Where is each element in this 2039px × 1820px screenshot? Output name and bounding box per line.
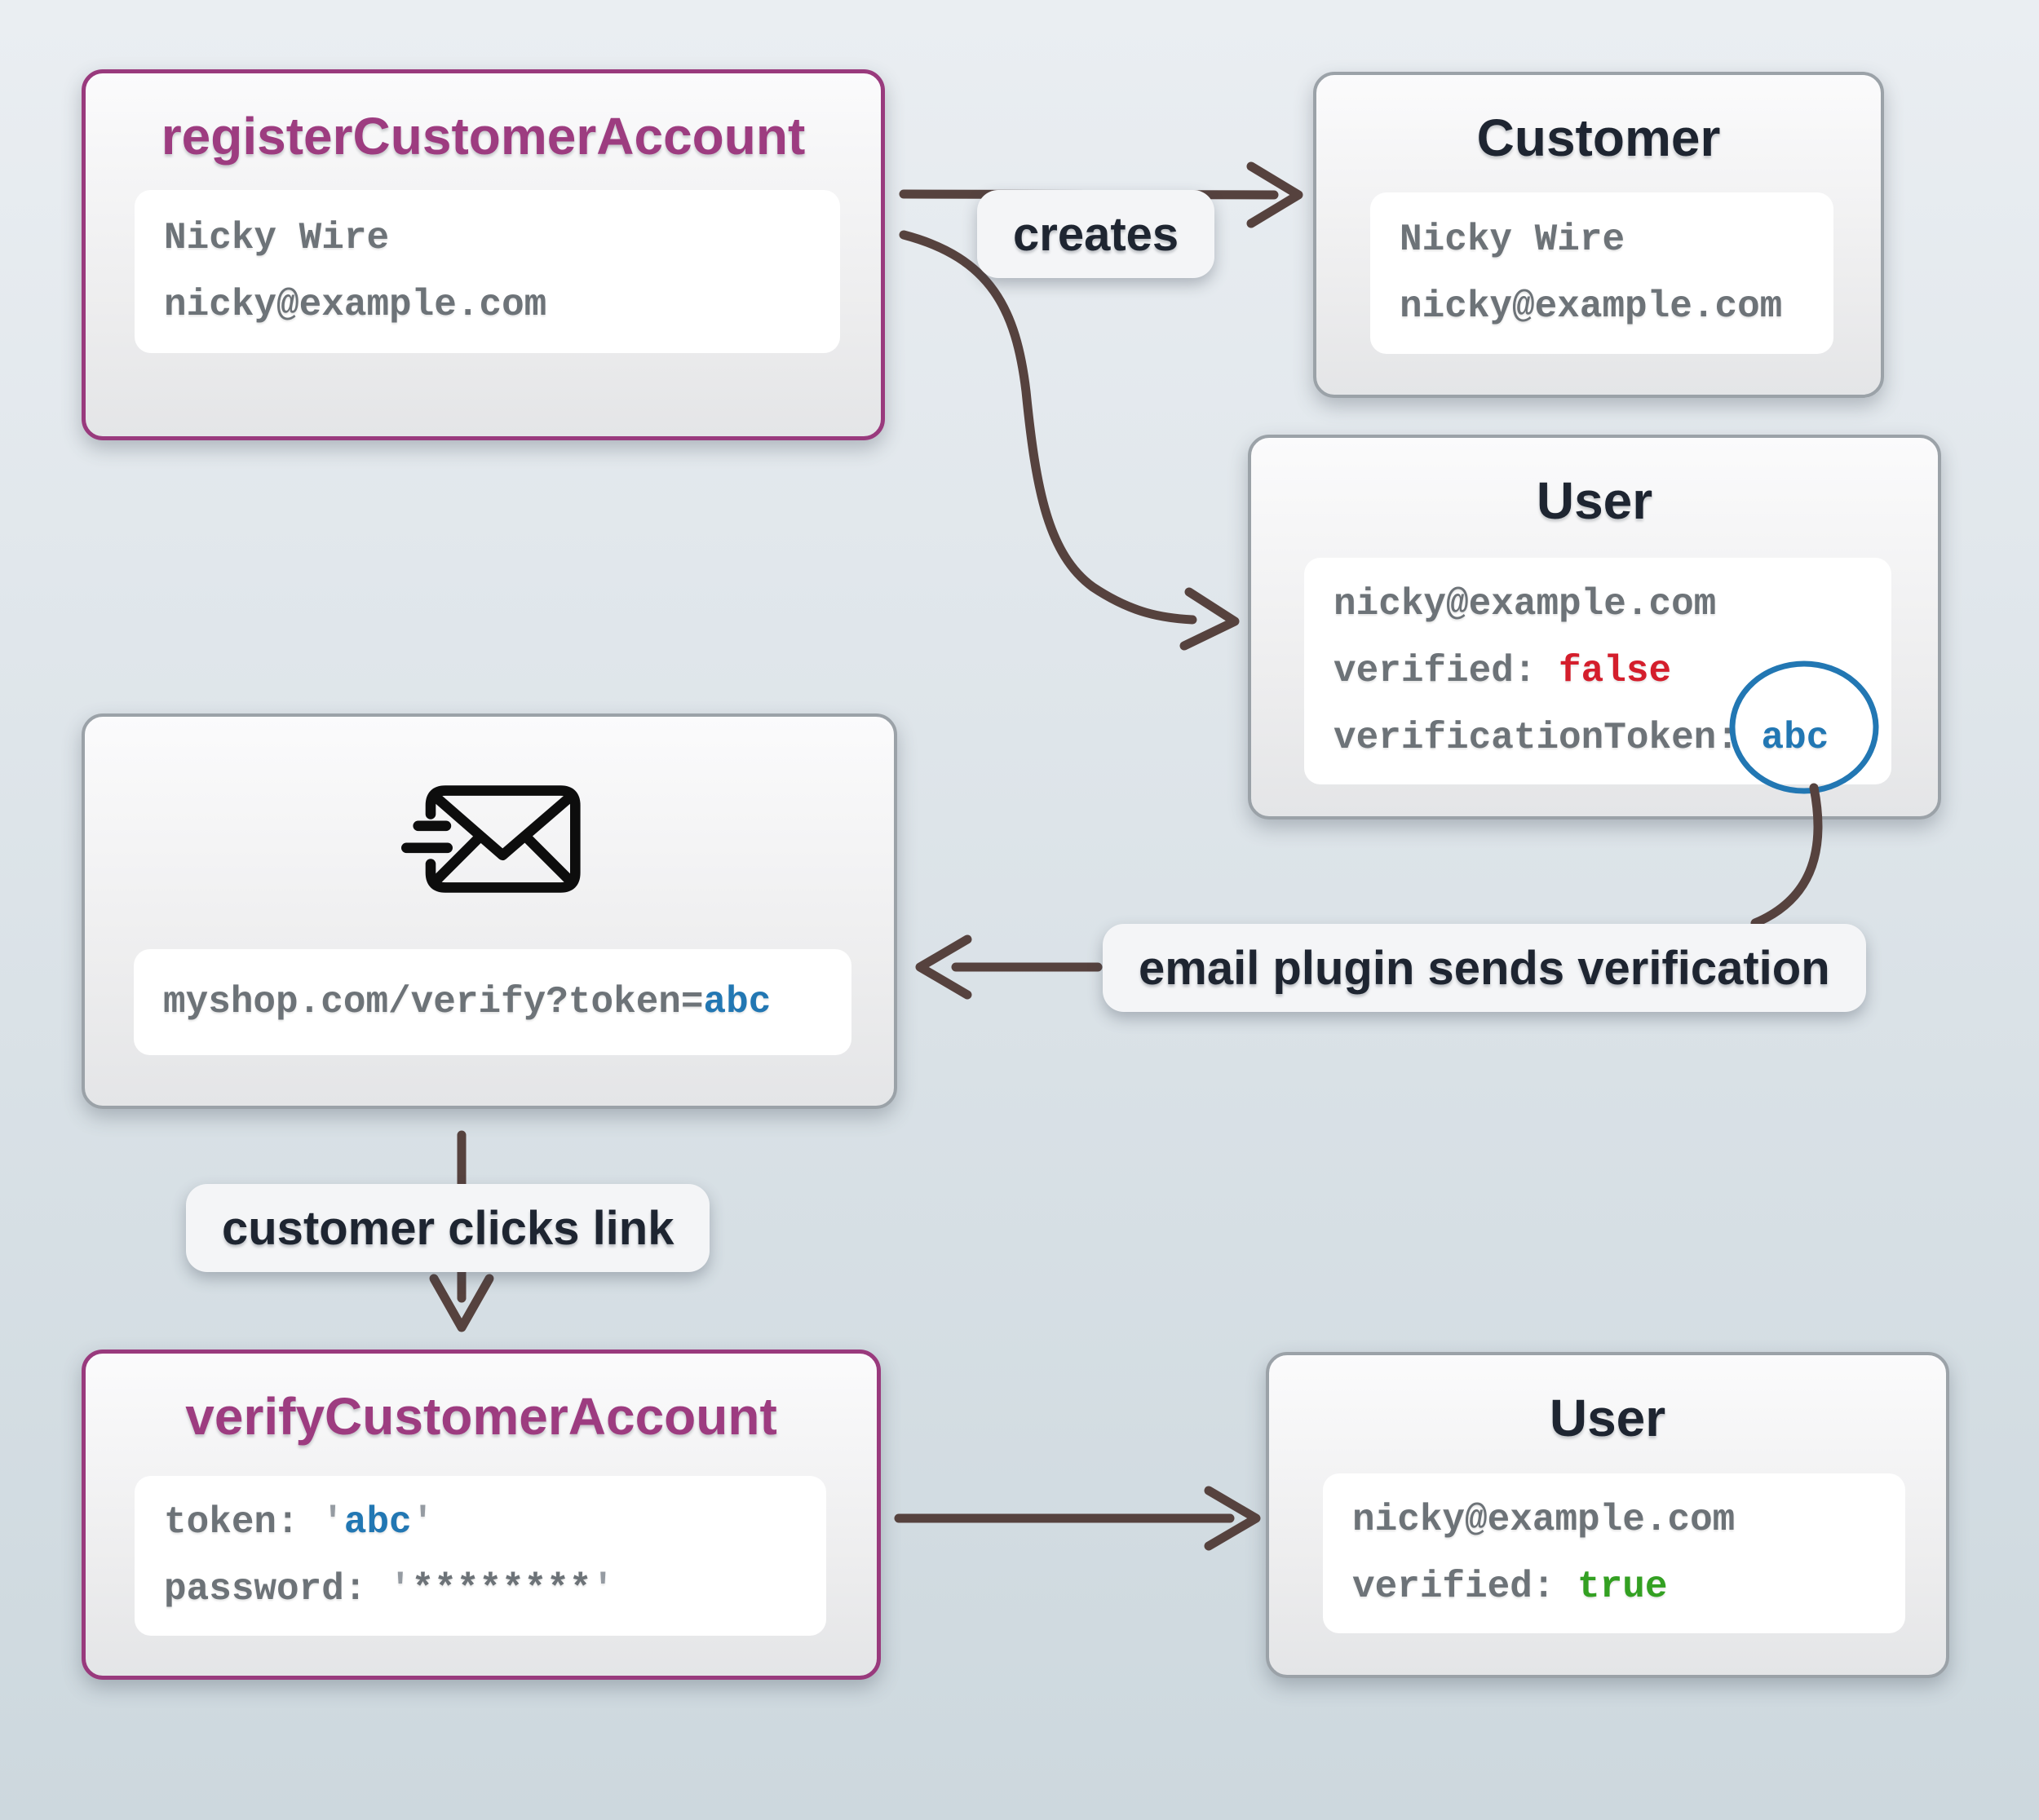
customer-box: Customer Nicky Wire nicky@example.com [1313,72,1884,398]
arrow-email-to-verify-head [429,1274,494,1332]
verified-label: verified: [1352,1566,1578,1608]
arrow-label-to-email-head [915,934,972,1000]
verify-password-line: password: '********' [164,1570,797,1608]
verification-token-value: abc [1761,717,1829,759]
verification-url-token: abc [703,981,772,1023]
password-close-quote: ' [591,1568,615,1610]
verify-customer-account-box: verifyCustomerAccount token: 'abc' passw… [82,1350,881,1680]
register-email-line: nicky@example.com [164,284,547,326]
verification-link-line: myshop.com/verify?token=abc [163,983,822,1021]
register-customer-account-box: registerCustomerAccount Nicky Wire nicky… [82,69,885,440]
envelope-flap [429,790,577,861]
email-plugin-label: email plugin sends verification [1103,924,1866,1012]
customer-email-line: nicky@example.com [1400,285,1783,328]
verify-input-card: token: 'abc' password: '********' [135,1476,826,1636]
password-open-quote: ' [389,1568,412,1610]
verify-token-line: token: 'abc' [164,1504,797,1541]
register-name-line: Nicky Wire [164,217,390,259]
email-message-box: myshop.com/verify?token=abc [82,713,897,1109]
user-verified-box-title: User [1549,1389,1666,1447]
verified-label: verified: [1334,650,1559,692]
verification-link-card: myshop.com/verify?token=abc [134,949,851,1055]
email-send-icon [401,785,581,893]
customer-clicks-link-label: customer clicks link [186,1184,710,1272]
user-unverified-verified-line: verified: false [1334,652,1862,690]
password-label: password: [164,1568,390,1610]
verify-box-title: verifyCustomerAccount [185,1387,777,1446]
user-unverified-box-title: User [1536,471,1653,530]
user-verified-record-card: nicky@example.com verified: true [1323,1473,1905,1633]
customer-box-title: Customer [1476,108,1721,167]
user-unverified-email-line: nicky@example.com [1334,583,1717,625]
creates-label: creates [977,190,1215,278]
arrow-verify-to-user-head [1204,1486,1261,1551]
token-value: abc [343,1501,412,1544]
user-unverified-token-line: verificationToken: abc [1334,719,1862,757]
verified-value-true: true [1577,1566,1668,1608]
envelope-fold-right [520,832,577,888]
password-masked-value: ******** [411,1568,592,1610]
arrow-register-to-user-shaft [899,230,1197,625]
token-label: token: [164,1501,322,1544]
arrow-register-to-customer-head [1246,161,1303,228]
user-unverified-record-card: nicky@example.com verified: false verifi… [1304,558,1891,784]
verification-token-label: verificationToken: [1334,717,1762,759]
user-verified-box: User nicky@example.com verified: true [1266,1352,1949,1678]
verification-url-prefix: myshop.com/verify?token= [163,981,704,1023]
customer-name-line: Nicky Wire [1400,219,1625,261]
arrow-register-to-user-head [1179,587,1240,651]
user-unverified-box: User nicky@example.com verified: false v… [1248,435,1941,819]
token-close-quote: ' [411,1501,435,1544]
customer-record-card: Nicky Wire nicky@example.com [1370,192,1833,354]
register-box-title: registerCustomerAccount [161,107,806,166]
envelope-fold-left [429,832,485,888]
user-verified-email-line: nicky@example.com [1352,1499,1736,1541]
user-verified-verified-line: verified: true [1352,1568,1876,1606]
register-input-card: Nicky Wire nicky@example.com [135,190,840,353]
token-open-quote: ' [321,1501,344,1544]
verified-value-false: false [1559,650,1672,692]
